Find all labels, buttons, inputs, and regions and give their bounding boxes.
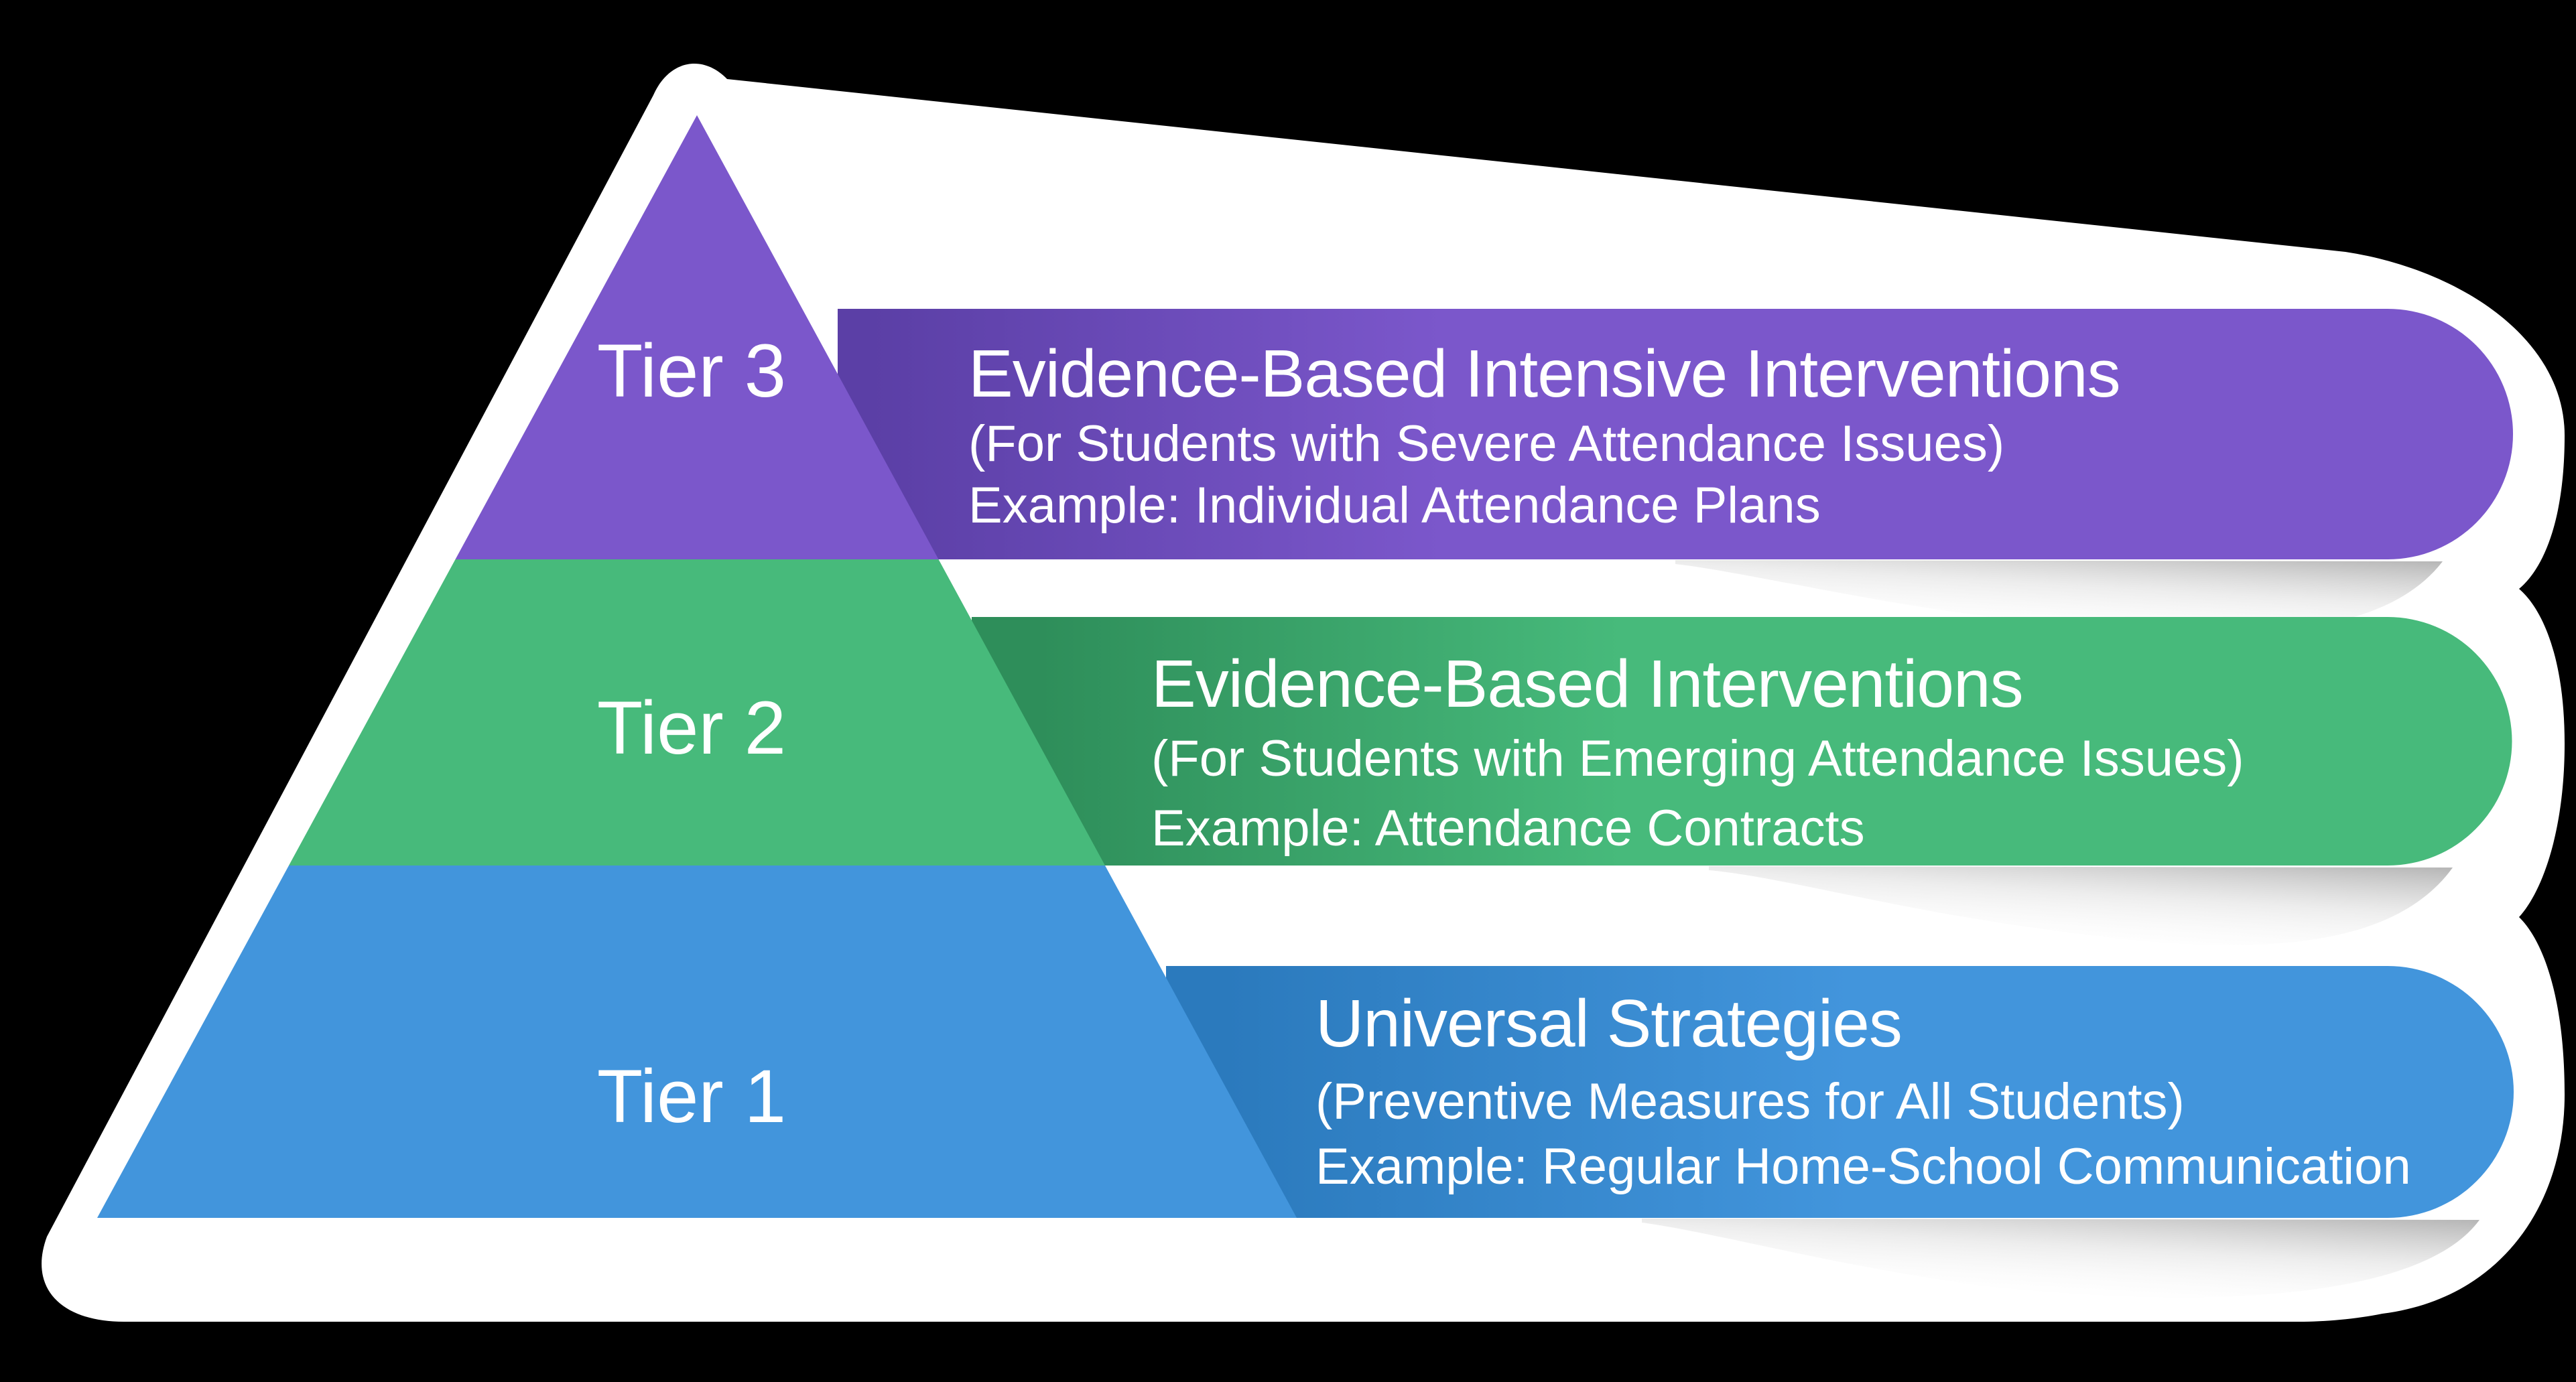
tier1-subheading: (Preventive Measures for All Students) — [1315, 1073, 2185, 1130]
tier1-example: Example: Regular Home-School Communicati… — [1315, 1138, 2411, 1195]
tier3-bar-shadow — [1675, 560, 2443, 634]
tier2-heading: Evidence-Based Interventions — [1151, 646, 2023, 721]
tier1-label: Tier 1 — [597, 1054, 786, 1138]
tier2-example: Example: Attendance Contracts — [1151, 800, 1865, 857]
tier2-bar — [972, 617, 2512, 866]
tier3-heading: Evidence-Based Intensive Interventions — [968, 336, 2120, 411]
tier1-bar-shadow — [1642, 1219, 2480, 1298]
tier3-subheading: (For Students with Severe Attendance Iss… — [968, 415, 2004, 472]
tier3-bar — [838, 309, 2513, 559]
tier2-bar-shadow — [1709, 866, 2453, 945]
tier3-label: Tier 3 — [597, 329, 786, 413]
tier2-label: Tier 2 — [597, 686, 786, 770]
tier1-heading: Universal Strategies — [1315, 986, 1902, 1061]
tier2-subheading: (For Students with Emerging Attendance I… — [1151, 730, 2244, 787]
tier1-bar — [1166, 966, 2514, 1218]
pyramid-band-tier1 — [97, 866, 1297, 1218]
tier3-example: Example: Individual Attendance Plans — [968, 477, 1821, 534]
